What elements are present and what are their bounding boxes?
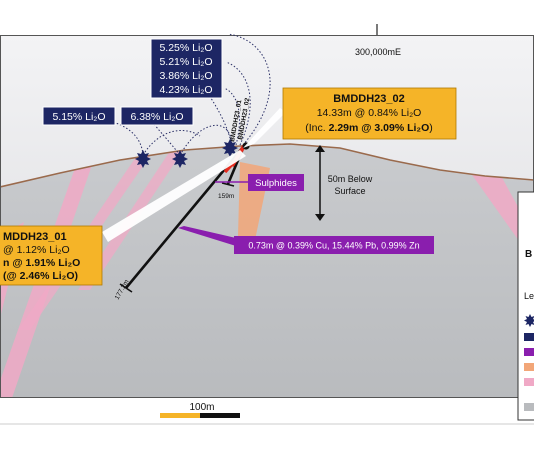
legend-subtitle: Le [524, 291, 534, 301]
sulphide-intercept-box [234, 236, 434, 254]
projection-arc [227, 33, 271, 146]
legend-swatch-pink [524, 378, 534, 386]
callout-01-line2-prefix: n @ [3, 257, 26, 269]
callout-01-line1: @ 1.12% Li₂O [3, 244, 70, 256]
easting-label: 300,000mE [355, 47, 401, 57]
depth-arrow-down-icon [315, 214, 325, 221]
sample-star-icon [222, 139, 238, 157]
surface-line [0, 143, 534, 188]
grade-value: 4.23% Li₂O [159, 84, 212, 96]
drillhole-bmddh23-01-trace [125, 145, 245, 289]
callout-group-top: 5.25% Li₂O 5.21% Li₂O 3.86% Li₂O 4.23% L… [150, 38, 223, 99]
drillhole-01-end-tick [119, 283, 133, 293]
sulphides-box [248, 174, 304, 191]
sample-star-icon [172, 150, 188, 168]
callout-02-line2-prefix: (Inc. [305, 122, 328, 134]
grade-value: 5.21% Li₂O [159, 56, 212, 68]
callout-02-line2-bold: 2.29m @ 3.09% Li₂O [329, 122, 430, 134]
legend-swatch-grey [524, 403, 534, 411]
sample-markers [135, 139, 238, 168]
projection-arc [225, 61, 251, 146]
legend-star-icon [524, 314, 534, 327]
depth-label-line2: Surface [334, 186, 365, 196]
callout-01-line3: (@ 2.46% Li₂O) [3, 270, 78, 282]
projection-arcs [85, 33, 271, 156]
callout-bmddh23-02 [282, 87, 457, 140]
callout-box-left [42, 106, 116, 126]
grade-value: 3.86% Li₂O [159, 70, 212, 82]
sulphide-intercept-text: 0.73m @ 0.39% Cu, 15.44% Pb, 0.99% Zn [248, 241, 419, 251]
callout-box-middle [120, 106, 194, 126]
grade-value: 5.25% Li₂O [159, 42, 212, 54]
callout-02-title: BMDDH23_02 [333, 93, 405, 105]
depth-label-159: 159m [218, 193, 234, 200]
scale-bar-segment-black [200, 413, 240, 418]
callout-02-line2-suffix: ) [429, 122, 433, 134]
scale-bar-label: 100m [189, 402, 214, 413]
callout-01-line2-bold: 1.91% Li₂O [26, 257, 81, 269]
callout-01-line3-suffix: ) [75, 270, 79, 282]
sulphide-intercept-pointer [178, 226, 236, 246]
legend-swatch-purple [524, 348, 534, 356]
projection-arc [203, 79, 233, 146]
callout-01-line2: n @ 1.91% Li₂O [3, 257, 80, 269]
callout-02-line1: 14.33m @ 0.84% Li₂O [317, 107, 422, 119]
grade-value: 6.38% Li₂O [130, 111, 183, 123]
legend-swatch-orange [524, 363, 534, 371]
callout-01-line3-prefix: ( [3, 270, 7, 282]
callout-01-line3-bold: @ 2.46% Li₂O [7, 270, 75, 282]
depth-indicator [315, 145, 325, 221]
legend-swatch-navy [524, 333, 534, 341]
scale-bar [160, 413, 240, 418]
callout-box-top [150, 38, 223, 99]
projection-arc [142, 129, 201, 156]
drillhole-02-end-tick [221, 182, 235, 187]
depth-arrow-up-icon [315, 145, 325, 152]
callout-02-line2: (Inc. 2.29m @ 3.09% Li₂O) [305, 122, 433, 134]
projection-arc [223, 87, 240, 146]
sulphides-label: Sulphides [255, 178, 297, 189]
projection-arc [179, 124, 233, 156]
callout-02-pointer [243, 108, 286, 148]
callout-01-pointer [102, 150, 246, 242]
scale-bar-segment-gold [160, 413, 200, 418]
callout-01-title: MDDH23_01 [3, 231, 67, 243]
grade-value: 5.15% Li₂O [52, 111, 105, 123]
legend-title: B [525, 249, 532, 260]
legend: B Le [517, 191, 534, 421]
callout-bmddh23-01 [0, 225, 103, 286]
depth-label-line1: 50m Below [328, 174, 373, 184]
sample-star-icon [135, 150, 151, 168]
